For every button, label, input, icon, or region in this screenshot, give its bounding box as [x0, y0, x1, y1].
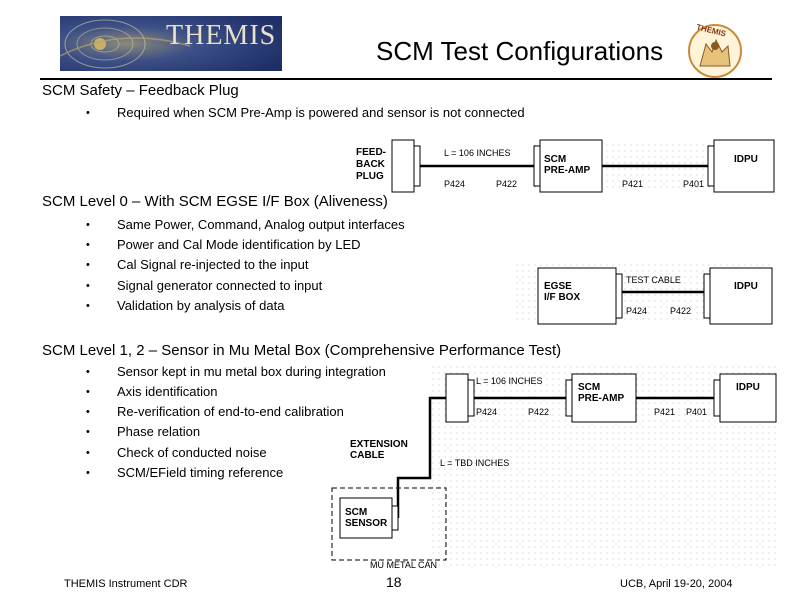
idpu-connector [713, 379, 721, 417]
sensor-connector [391, 505, 399, 531]
bullet-glyph: • [86, 447, 90, 459]
connector-p401: P401 [683, 179, 705, 189]
idpu-label: IDPU [734, 281, 758, 292]
diagram-egse [516, 264, 773, 325]
bullet-glyph: • [86, 386, 90, 398]
list-item: •SCM/EField timing reference [86, 463, 283, 483]
seal-icon [688, 24, 742, 78]
preamp-box [571, 373, 637, 423]
idpu-connector [707, 145, 715, 187]
list-item: •Cal Signal re-injected to the input [86, 255, 309, 275]
bullet-glyph: • [86, 300, 90, 312]
extension-cable [396, 396, 446, 518]
page-number: 18 [386, 574, 402, 590]
bullet-glyph: • [86, 406, 90, 418]
section-heading-safety: SCM Safety – Feedback Plug [42, 82, 239, 99]
bullet-glyph: • [86, 259, 90, 271]
list-item: •Re-verification of end-to-end calibrati… [86, 402, 344, 422]
sensor-box [339, 497, 393, 539]
bullet-glyph: • [86, 366, 90, 378]
idpu-box [709, 267, 773, 325]
bullet-glyph: • [86, 280, 90, 292]
bullet-glyph: • [86, 107, 90, 119]
section-heading-level0: SCM Level 0 – With SCM EGSE I/F Box (Ali… [42, 193, 388, 210]
tbd-length-label: L = TBD INCHES [440, 458, 510, 468]
connector-p422: P422 [670, 306, 692, 316]
section-heading-level12: SCM Level 1, 2 – Sensor in Mu Metal Box … [42, 342, 562, 359]
preamp-connector-left [565, 379, 573, 417]
header-divider [40, 78, 772, 80]
connector-block [445, 373, 469, 423]
connector-p422: P422 [496, 179, 518, 189]
mu-metal-can-label: MU METAL CAN [370, 560, 438, 570]
connector-p424: P424 [626, 306, 648, 316]
list-item: •Power and Cal Mode identification by LE… [86, 235, 361, 255]
logo-graphic [60, 16, 282, 71]
footer-left: THEMIS Instrument CDR [64, 578, 188, 590]
connector-p424: P424 [476, 407, 498, 417]
cable-length-label: L = 106 INCHES [444, 148, 511, 158]
feedback-plug-box [391, 139, 415, 193]
bullet-glyph: • [86, 239, 90, 251]
connector-p421: P421 [654, 407, 676, 417]
list-item: •Axis identification [86, 382, 217, 402]
connector-p401: P401 [686, 407, 708, 417]
bullet-glyph: • [86, 219, 90, 231]
idpu-label: IDPU [734, 154, 758, 165]
diagram-mu-metal [331, 366, 777, 566]
list-item: •Same Power, Command, Analog output inte… [86, 215, 405, 235]
idpu-box [719, 373, 777, 423]
preamp-box [539, 139, 603, 193]
bullet-glyph: • [86, 467, 90, 479]
themis-seal: THEMIS [686, 22, 744, 80]
list-item: •Required when SCM Pre-Amp is powered an… [86, 103, 525, 123]
themis-logo: THEMIS [60, 16, 282, 71]
mu-metal-can-outline [331, 487, 447, 561]
connector-p421: P421 [622, 179, 644, 189]
list-item: •Phase relation [86, 422, 200, 442]
connector [467, 379, 475, 417]
list-item: •Validation by analysis of data [86, 296, 284, 316]
egse-connector [615, 273, 623, 319]
footer-right: UCB, April 19-20, 2004 [620, 578, 733, 590]
page-title: SCM Test Configurations [376, 36, 664, 66]
idpu-connector [703, 273, 711, 319]
plug-connector [413, 145, 421, 187]
list-item: •Sensor kept in mu metal box during inte… [86, 362, 386, 382]
diagram-feedback-plug [391, 139, 775, 193]
list-item: •Signal generator connected to input [86, 276, 322, 296]
preamp-connector-left [533, 145, 541, 187]
idpu-box [713, 139, 775, 193]
logo-text: THEMIS [166, 20, 277, 51]
bullet-glyph: • [86, 426, 90, 438]
test-cable-label: TEST CABLE [626, 275, 681, 285]
list-item: •Check of conducted noise [86, 443, 267, 463]
egse-box [537, 267, 617, 325]
connector-p424: P424 [444, 179, 466, 189]
connector-p422: P422 [528, 407, 550, 417]
idpu-label: IDPU [736, 382, 760, 393]
cable-length-label: L = 106 INCHES [476, 376, 543, 386]
